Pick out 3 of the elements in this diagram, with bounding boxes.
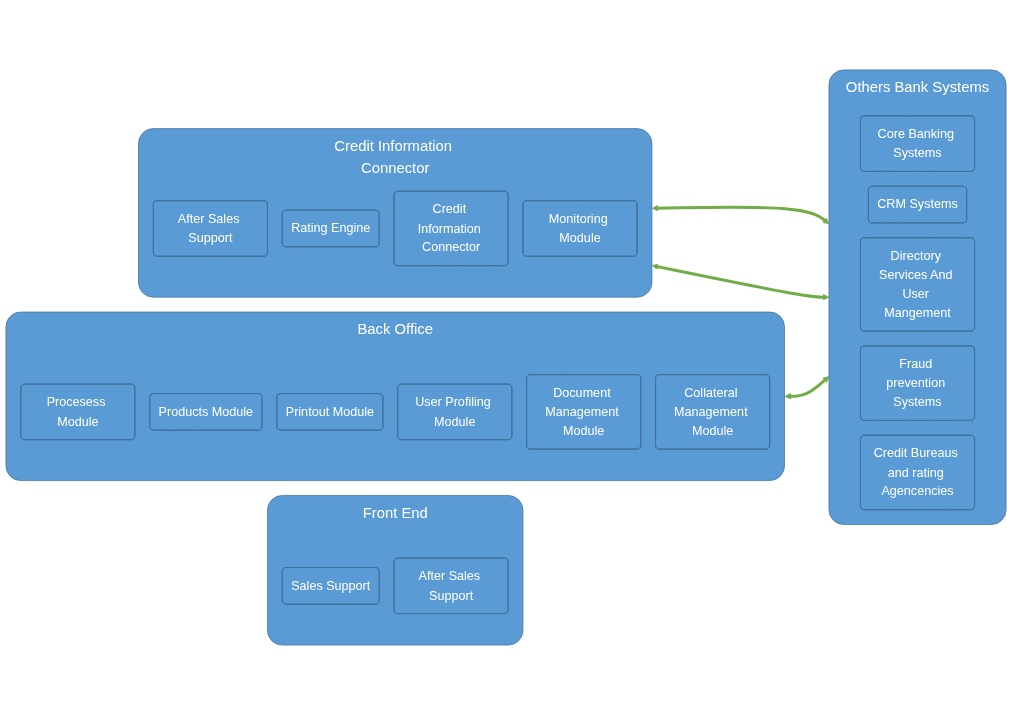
arrow xyxy=(651,204,830,225)
arrow xyxy=(651,263,830,301)
arrow xyxy=(784,376,830,400)
